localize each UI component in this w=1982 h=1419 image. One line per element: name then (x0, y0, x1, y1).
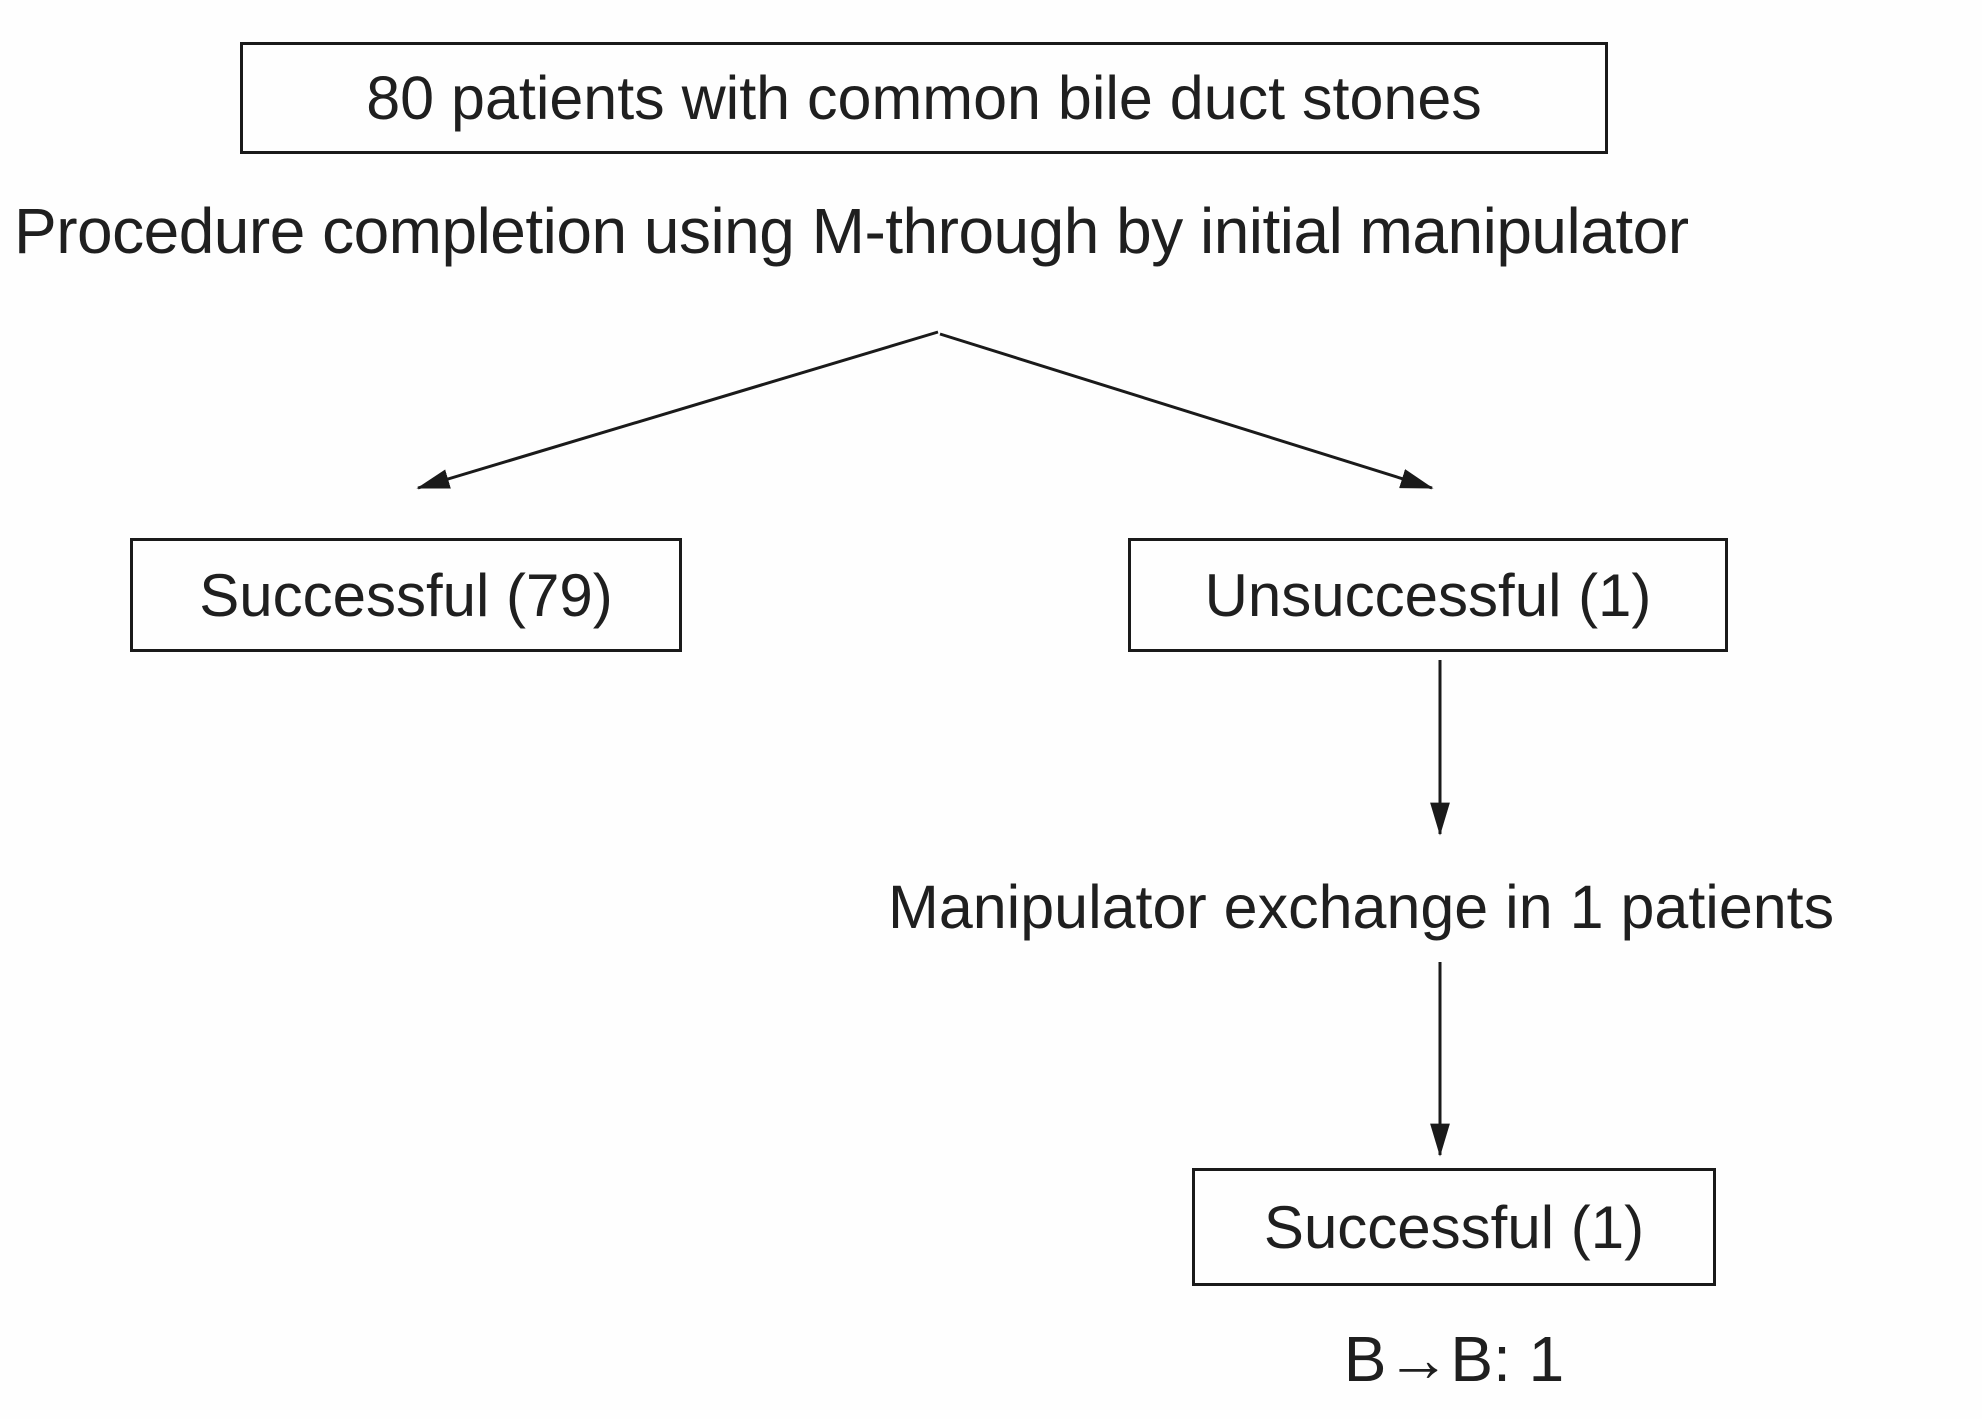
unsuccessful-box: Unsuccessful (1) (1128, 538, 1728, 652)
branch-arrow-right (939, 332, 1434, 490)
root-box-label: 80 patients with common bile duct stones (366, 64, 1482, 132)
unsuccessful-box-label: Unsuccessful (1) (1204, 561, 1652, 629)
exchange-note: Manipulator exchange in 1 patients (888, 873, 1835, 941)
branch-arrow-left (416, 330, 939, 490)
root-box: 80 patients with common bile duct stones (240, 42, 1608, 154)
subtitle-text: Procedure completion using M-through by … (14, 195, 1689, 267)
final-successful-box-label: Successful (1) (1263, 1193, 1645, 1261)
final-successful-box: Successful (1) (1192, 1168, 1716, 1286)
successful-box: Successful (79) (130, 538, 682, 652)
final-detail-note: B→B: 1 (1343, 1323, 1565, 1395)
successful-box-label: Successful (79) (199, 561, 613, 629)
